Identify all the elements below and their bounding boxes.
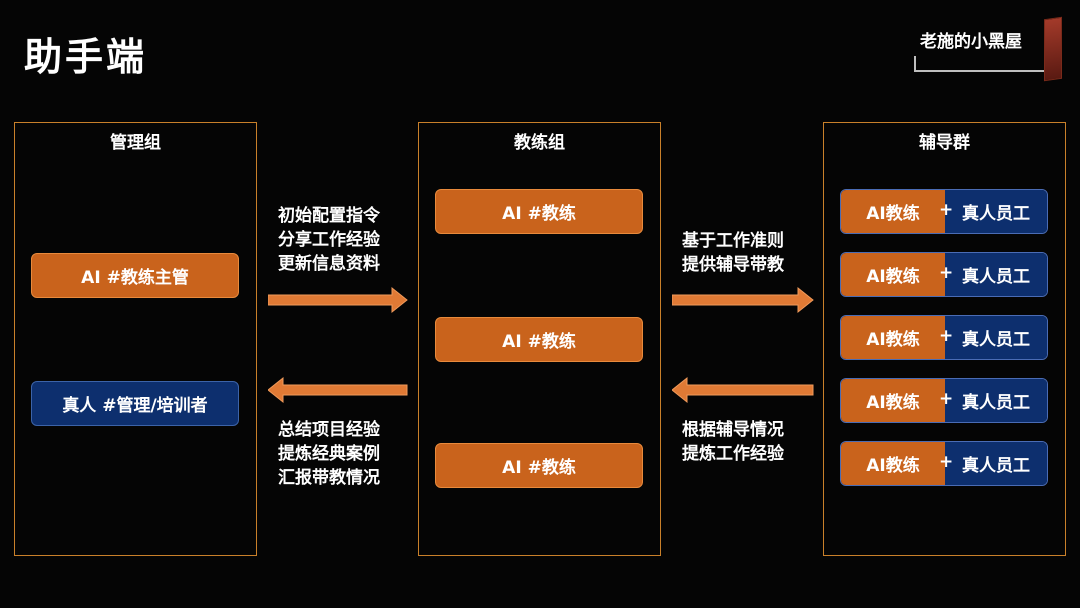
flow-line: 汇报带教情况 xyxy=(278,468,380,488)
human-employee-label: 真人员工 xyxy=(945,379,1047,422)
plus-icon: + xyxy=(939,389,954,409)
left-arrow-icon xyxy=(672,376,814,404)
door-icon xyxy=(1044,16,1062,82)
ai-coach-label: AI教练 xyxy=(841,190,945,233)
brand-underline xyxy=(914,56,1046,72)
coach-employee-pair: AI教练 真人员工 + xyxy=(840,315,1048,360)
page-title: 助手端 xyxy=(24,35,148,79)
flow-line: 基于工作准则 xyxy=(682,231,784,251)
plus-icon: + xyxy=(939,200,954,220)
plus-icon: + xyxy=(939,263,954,283)
coach-to-mgmt-label: 总结项目经验 提炼经典案例 汇报带教情况 xyxy=(278,418,380,490)
coach-employee-pair: AI教练 真人员工 + xyxy=(840,252,1048,297)
coach-employee-pair: AI教练 真人员工 + xyxy=(840,441,1048,486)
coach-group: 教练组 AI #教练 AI #教练 AI #教练 xyxy=(418,122,661,556)
coach-employee-pair: AI教练 真人员工 + xyxy=(840,189,1048,234)
brand-text: 老施的小黑屋 xyxy=(920,32,1022,52)
human-manager-box: 真人 #管理/培训者 xyxy=(31,381,239,426)
flow-line: 提炼经典案例 xyxy=(278,444,380,464)
plus-icon: + xyxy=(939,452,954,472)
right-arrow-icon xyxy=(672,286,814,314)
management-group-title: 管理组 xyxy=(110,133,161,153)
management-group: 管理组 AI #教练主管 真人 #管理/培训者 xyxy=(14,122,257,556)
coach-employee-pair: AI教练 真人员工 + xyxy=(840,378,1048,423)
coach-to-tutor-label: 基于工作准则 提供辅导带教 xyxy=(682,229,784,277)
ai-coach-lead-box: AI #教练主管 xyxy=(31,253,239,298)
flow-line: 提炼工作经验 xyxy=(682,444,784,464)
coach-group-title: 教练组 xyxy=(514,133,565,153)
tutoring-group-title: 辅导群 xyxy=(919,133,970,153)
mgmt-to-coach-label: 初始配置指令 分享工作经验 更新信息资料 xyxy=(278,204,380,276)
flow-line: 根据辅导情况 xyxy=(682,420,784,440)
right-arrow-icon xyxy=(268,286,408,314)
ai-coach-label: AI教练 xyxy=(841,442,945,485)
ai-coach-box: AI #教练 xyxy=(435,317,643,362)
flow-line: 更新信息资料 xyxy=(278,254,380,274)
plus-icon: + xyxy=(939,326,954,346)
ai-coach-label: AI教练 xyxy=(841,253,945,296)
human-employee-label: 真人员工 xyxy=(945,253,1047,296)
tutor-to-coach-label: 根据辅导情况 提炼工作经验 xyxy=(682,418,784,466)
left-arrow-icon xyxy=(268,376,408,404)
flow-line: 提供辅导带教 xyxy=(682,255,784,275)
tutoring-group: 辅导群 AI教练 真人员工 + AI教练 真人员工 + AI教练 真人员工 + … xyxy=(823,122,1066,556)
ai-coach-box: AI #教练 xyxy=(435,189,643,234)
ai-coach-label: AI教练 xyxy=(841,316,945,359)
brand-logo: 老施的小黑屋 xyxy=(912,16,1062,82)
ai-coach-label: AI教练 xyxy=(841,379,945,422)
flow-line: 总结项目经验 xyxy=(278,420,380,440)
human-employee-label: 真人员工 xyxy=(945,316,1047,359)
flow-line: 初始配置指令 xyxy=(278,206,380,226)
human-employee-label: 真人员工 xyxy=(945,190,1047,233)
flow-line: 分享工作经验 xyxy=(278,230,380,250)
human-employee-label: 真人员工 xyxy=(945,442,1047,485)
ai-coach-box: AI #教练 xyxy=(435,443,643,488)
